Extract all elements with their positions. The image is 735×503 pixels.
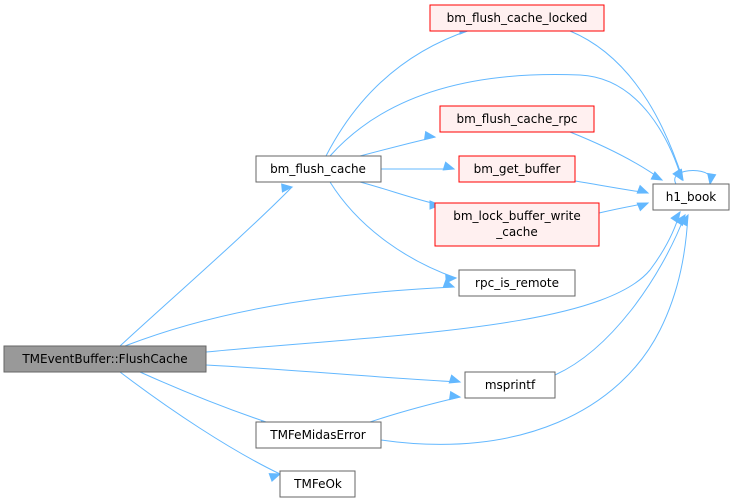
node-rpc-is-remote[interactable]: rpc_is_remote [458, 269, 576, 297]
node-h1-book[interactable]: h1_book [652, 183, 730, 211]
node-label: TMFeOk [293, 477, 342, 491]
edge-locked-to-h1-book [569, 30, 684, 182]
edge-arrowhead [650, 171, 664, 181]
node-msprintf[interactable]: msprintf [464, 371, 556, 399]
edges [119, 25, 717, 483]
edge-arrowhead [636, 184, 650, 194]
node-box [279, 470, 356, 498]
edge-h1-book-self-loop [674, 170, 717, 186]
node-tmeventbuffer-flushcache[interactable]: TMEventBuffer::FlushCache [3, 345, 207, 373]
node-box [255, 155, 382, 183]
node-label: bm_flush_cache_locked [447, 11, 588, 25]
edge-tmfemidaserror-to-msprintf [369, 390, 462, 423]
node-label-line1: bm_lock_buffer_write [453, 209, 581, 223]
edge-arrowhead [673, 168, 684, 182]
edge-line [205, 211, 681, 353]
edge-line [569, 131, 663, 181]
node-label: bm_get_buffer [474, 162, 561, 176]
node-box [439, 105, 595, 133]
node-label-line2: _cache [495, 225, 538, 239]
edge-bm-flush-cache-to-get-buffer [381, 161, 456, 171]
node-box [434, 202, 600, 247]
node-label: TMEventBuffer::FlushCache [21, 352, 187, 366]
edge-arrowhead [448, 390, 462, 401]
node-box [429, 4, 605, 32]
edge-line [124, 286, 455, 347]
edge-line [369, 396, 461, 423]
edge-line [139, 371, 273, 425]
edge-line [329, 73, 683, 181]
edge-line [569, 30, 684, 181]
edge-bm-flush-cache-to-rpc [359, 130, 437, 157]
node-bm-lock-buffer-write-cache[interactable]: bm_lock_buffer_write _cache [434, 202, 600, 247]
edge-line [380, 214, 689, 445]
node-label: TMFeMidasError [269, 428, 366, 442]
edge-line [554, 214, 686, 376]
node-bm-flush-cache[interactable]: bm_flush_cache [255, 155, 382, 183]
edge-bm-flush-cache-to-rpc-is-remote [329, 181, 458, 284]
node-label: bm_flush_cache_rpc [456, 112, 577, 126]
edge-arrowhead [268, 473, 282, 483]
node-box [3, 345, 207, 373]
edge-arrowhead [707, 172, 717, 186]
edge-bm-flush-cache-to-lock-buffer [359, 181, 442, 210]
node-box [255, 421, 382, 449]
edge-line [329, 181, 457, 279]
node-tmfeok[interactable]: TMFeOk [279, 470, 356, 498]
edge-arrowhead [281, 183, 294, 193]
edge-root-to-msprintf [205, 364, 462, 384]
edge-arrowhead [448, 374, 462, 384]
node-label: h1_book [666, 190, 717, 204]
node-tmfemidaserror[interactable]: TMFeMidasError [255, 421, 382, 449]
edge-root-to-rpc-is-remote [124, 279, 456, 347]
node-label: rpc_is_remote [475, 276, 559, 290]
node-label: bm_flush_cache [270, 162, 366, 176]
edge-line [359, 136, 436, 157]
edge-bm-flush-cache-to-locked [325, 25, 472, 157]
node-box [464, 371, 556, 399]
node-bm-get-buffer[interactable]: bm_get_buffer [458, 155, 576, 183]
edge-line [119, 186, 293, 347]
node-bm-flush-cache-rpc[interactable]: bm_flush_cache_rpc [439, 105, 595, 133]
edge-arrowhead [445, 274, 458, 284]
edge-arrowhead [423, 130, 437, 141]
edge-root-to-tmfeok [119, 371, 282, 483]
edge-lock-buffer-to-h1-book [598, 202, 650, 214]
edge-arrowhead [442, 161, 456, 171]
node-label: msprintf [485, 378, 536, 392]
edge-line [205, 364, 461, 383]
edge-line [574, 180, 649, 194]
edge-arrowhead [678, 213, 689, 227]
edge-get-buffer-to-h1-book [574, 180, 650, 194]
edge-line [359, 181, 441, 206]
edge-line [325, 29, 471, 157]
node-box [458, 269, 576, 297]
edge-arrowhead [636, 202, 650, 212]
edge-root-to-bm-flush-cache [119, 183, 294, 347]
node-box [458, 155, 576, 183]
edge-rpc-to-h1-book [569, 131, 664, 181]
node-box [652, 183, 730, 211]
node-bm-flush-cache-locked[interactable]: bm_flush_cache_locked [429, 4, 605, 32]
edge-line [119, 371, 281, 475]
edge-tmfemidaserror-to-h1-book [380, 213, 689, 445]
